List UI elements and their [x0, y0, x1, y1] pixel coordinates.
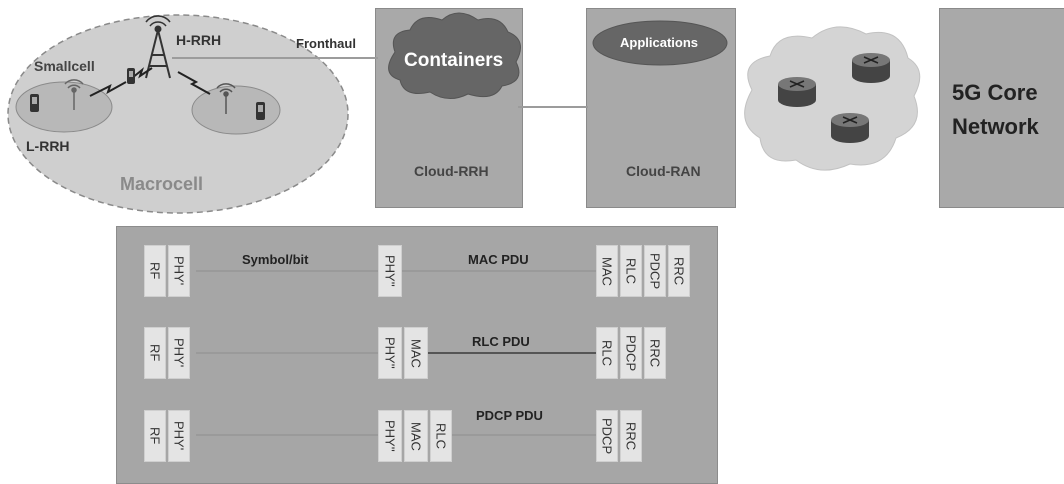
row1-mac-block: MAC — [596, 245, 618, 297]
row3-rlc-block: RLC — [430, 410, 452, 462]
row3-mac-block: MAC — [404, 410, 428, 462]
hrrh-label: H-RRH — [176, 32, 222, 48]
row3-rf-block: RF — [144, 410, 166, 462]
macrocell-label: Macrocell — [120, 174, 204, 194]
row1-phy1-block: PHY' — [168, 245, 190, 297]
row3-rrc-block: RRC — [620, 410, 642, 462]
fronthaul-label: Fronthaul — [296, 36, 356, 51]
row3-phy1-block: PHY' — [168, 410, 190, 462]
applications-label: Applications — [620, 35, 699, 50]
core-network-label-line1: 5G Core — [952, 80, 1038, 105]
containers-label: Containers — [404, 50, 504, 71]
row2-rrc-block: RRC — [644, 327, 666, 379]
containers-cloud — [388, 12, 521, 99]
row3-pdcp-block: PDCP — [596, 410, 618, 462]
row2-right-link-label: RLC PDU — [472, 334, 530, 349]
lrrh-antenna-icon — [64, 79, 84, 110]
row3-right-link — [452, 434, 596, 436]
router-icon-2 — [852, 53, 890, 83]
smallcell-ellipse-right — [191, 85, 281, 135]
right-smallcell-antenna-icon — [216, 83, 236, 114]
router-icon-3 — [831, 113, 869, 143]
row2-phy1-block: PHY' — [168, 327, 190, 379]
phone-icon-3 — [256, 102, 265, 120]
row1-phy2-block: PHY'' — [378, 245, 402, 297]
network-cloud — [744, 26, 921, 171]
row2-left-link — [196, 352, 378, 354]
core-network-label-line2: Network — [952, 114, 1039, 139]
row1-left-link-label: Symbol/bit — [242, 252, 309, 267]
top-diagram-graphics — [7, 12, 921, 214]
row3-right-link-label: PDCP PDU — [476, 408, 543, 423]
core-network-box — [939, 8, 1064, 208]
smallcell-label: Smallcell — [34, 58, 95, 74]
row2-phy2-block: PHY'' — [378, 327, 402, 379]
wireless-link-icon-3 — [177, 71, 211, 95]
row1-rrc-block: RRC — [668, 245, 690, 297]
row2-right-link — [428, 352, 596, 354]
row1-left-link — [196, 270, 378, 272]
row1-right-link-label: MAC PDU — [468, 252, 529, 267]
row2-mac-block: MAC — [404, 327, 428, 379]
wireless-link-icon-2 — [131, 67, 153, 79]
cloud-ran-label: Cloud-RAN — [626, 163, 701, 179]
phone-icon — [30, 94, 39, 112]
row2-pdcp-block: PDCP — [620, 327, 642, 379]
row1-rlc-block: RLC — [620, 245, 642, 297]
smallcell-ellipse-left — [15, 81, 113, 133]
row1-pdcp-block: PDCP — [644, 245, 666, 297]
row1-rf-block: RF — [144, 245, 166, 297]
phone-icon-2 — [127, 68, 135, 84]
macrocell-ellipse — [7, 14, 349, 214]
row1-right-link — [402, 270, 596, 272]
row2-rf-block: RF — [144, 327, 166, 379]
row3-phy2-block: PHY'' — [378, 410, 402, 462]
router-icon — [778, 77, 816, 107]
lrrh-label: L-RRH — [26, 138, 70, 154]
row2-rlc-block: RLC — [596, 327, 618, 379]
cloud-rrh-label: Cloud-RRH — [414, 163, 489, 179]
row3-left-link — [196, 434, 378, 436]
applications-oval — [592, 20, 728, 66]
wireless-link-icon — [89, 81, 127, 97]
